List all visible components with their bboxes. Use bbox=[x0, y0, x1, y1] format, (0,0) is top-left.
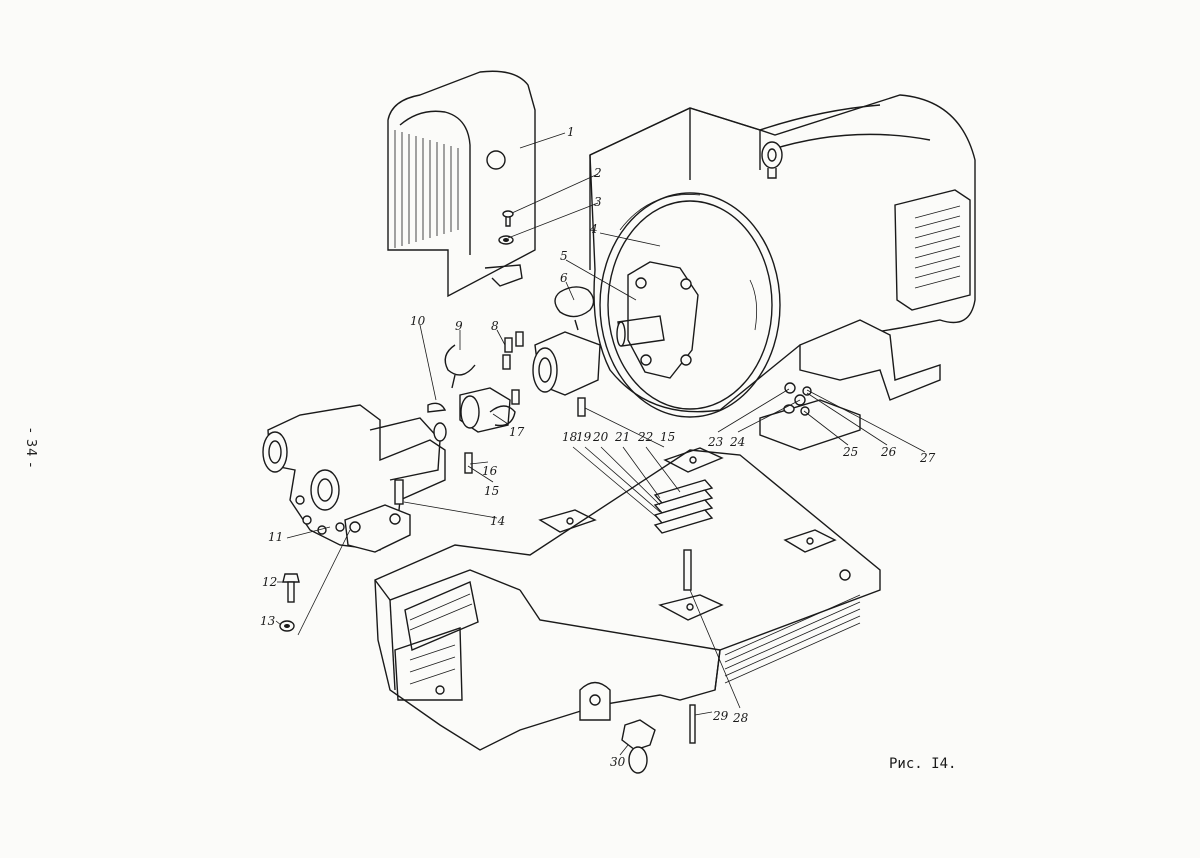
callout-9: 9 bbox=[455, 319, 463, 333]
callout-22: 22 bbox=[637, 430, 653, 444]
figure-caption: Рис. I4. bbox=[889, 756, 957, 772]
callout-12: 12 bbox=[262, 575, 277, 589]
callout-5: 5 bbox=[560, 249, 568, 263]
callout-24: 24 bbox=[729, 435, 745, 449]
callout-27: 27 bbox=[919, 451, 936, 465]
callout-29: 29 bbox=[712, 709, 729, 723]
callout-13: 13 bbox=[260, 614, 276, 628]
callout-17: 17 bbox=[509, 425, 525, 439]
callout-30: 30 bbox=[610, 755, 626, 769]
callout-25: 25 bbox=[842, 445, 858, 459]
callout-18: 18 bbox=[562, 430, 578, 444]
callout-labels: 1 2 3 4 5 6 8 9 10 17 16 15 14 11 12 13 … bbox=[260, 125, 936, 769]
callout-10: 10 bbox=[410, 314, 426, 328]
electric-motor bbox=[589, 94, 976, 451]
fitting-and-pin bbox=[621, 704, 696, 774]
callout-23: 23 bbox=[707, 435, 724, 449]
leader-lines bbox=[275, 132, 926, 756]
callout-19: 19 bbox=[576, 430, 592, 444]
callout-6: 6 bbox=[560, 271, 568, 285]
callout-16: 16 bbox=[482, 464, 498, 478]
pump-assembly bbox=[262, 404, 447, 553]
callout-8: 8 bbox=[491, 319, 499, 333]
callout-1: 1 bbox=[567, 125, 575, 139]
screw-and-washer bbox=[498, 210, 514, 245]
callout-28: 28 bbox=[732, 711, 749, 725]
guard-cover bbox=[387, 70, 536, 298]
callout-15: 15 bbox=[484, 484, 499, 498]
callout-15b: 15 bbox=[660, 430, 675, 444]
callout-20: 20 bbox=[592, 430, 609, 444]
callout-2: 2 bbox=[593, 166, 602, 180]
base-frame bbox=[374, 447, 881, 751]
callout-4: 4 bbox=[589, 222, 598, 236]
callout-14: 14 bbox=[490, 514, 505, 528]
callout-3: 3 bbox=[594, 195, 602, 209]
callout-21: 21 bbox=[614, 430, 630, 444]
callout-11: 11 bbox=[268, 530, 283, 544]
callout-26: 26 bbox=[880, 445, 897, 459]
bolt-and-washer bbox=[279, 573, 300, 632]
coupling-parts bbox=[427, 286, 601, 474]
